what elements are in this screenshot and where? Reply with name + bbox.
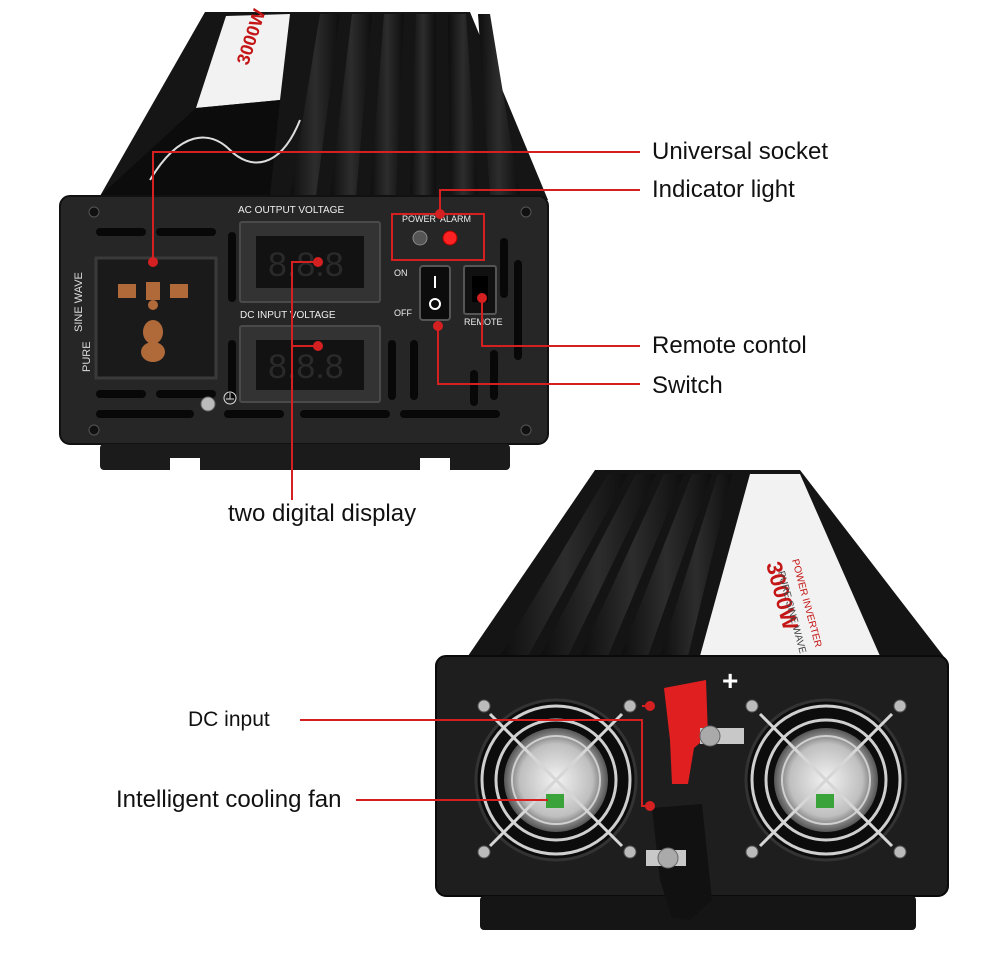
front-inverter: 3000W (59, 7, 549, 472)
callout-digital-display: two digital display (228, 500, 417, 527)
fan-grill-icon (474, 698, 638, 862)
power-switch[interactable] (419, 265, 451, 321)
pure-label: PURE (81, 341, 93, 372)
rear-fins (500, 474, 732, 656)
dc-input-voltage-label: DC INPUT VOLTAGE (240, 310, 336, 321)
power-led (412, 230, 428, 246)
callout-remote-control: Remote contol (652, 332, 807, 359)
remote-label: REMOTE (464, 317, 503, 327)
alarm-label: ALARM (440, 214, 471, 224)
sine-wave-label: SINE WAVE (73, 272, 85, 332)
front-vents (96, 228, 522, 418)
on-label: ON (394, 268, 408, 278)
off-label: OFF (394, 308, 412, 318)
front-label-strip (196, 14, 290, 108)
rear-inverter: 3000W POWER INVERTER PURE SINE WAVE (435, 470, 949, 930)
positive-terminal (664, 680, 744, 784)
callout-indicator-light: Indicator light (652, 176, 795, 203)
rear-label-strip (700, 474, 880, 656)
ground-screw (200, 396, 216, 412)
fan-grill-icon (744, 698, 908, 862)
leader-lines (148, 151, 655, 811)
front-fins (290, 14, 520, 196)
plus-sign: + (722, 665, 738, 696)
negative-terminal (646, 804, 712, 920)
callout-dc-input: DC input (188, 708, 270, 731)
callout-switch: Switch (652, 372, 723, 399)
alarm-led (442, 230, 458, 246)
universal-socket-icon (94, 256, 218, 380)
svg-text:8.8.8: 8.8.8 (268, 246, 344, 284)
svg-text:8.8.8: 8.8.8 (268, 348, 344, 386)
callout-cooling-fan: Intelligent cooling fan (116, 786, 342, 813)
callout-universal-socket: Universal socket (652, 138, 829, 165)
ac-output-voltage-label: AC OUTPUT VOLTAGE (238, 205, 344, 216)
ground-symbol-icon (223, 391, 237, 405)
power-label: POWER (402, 214, 437, 224)
